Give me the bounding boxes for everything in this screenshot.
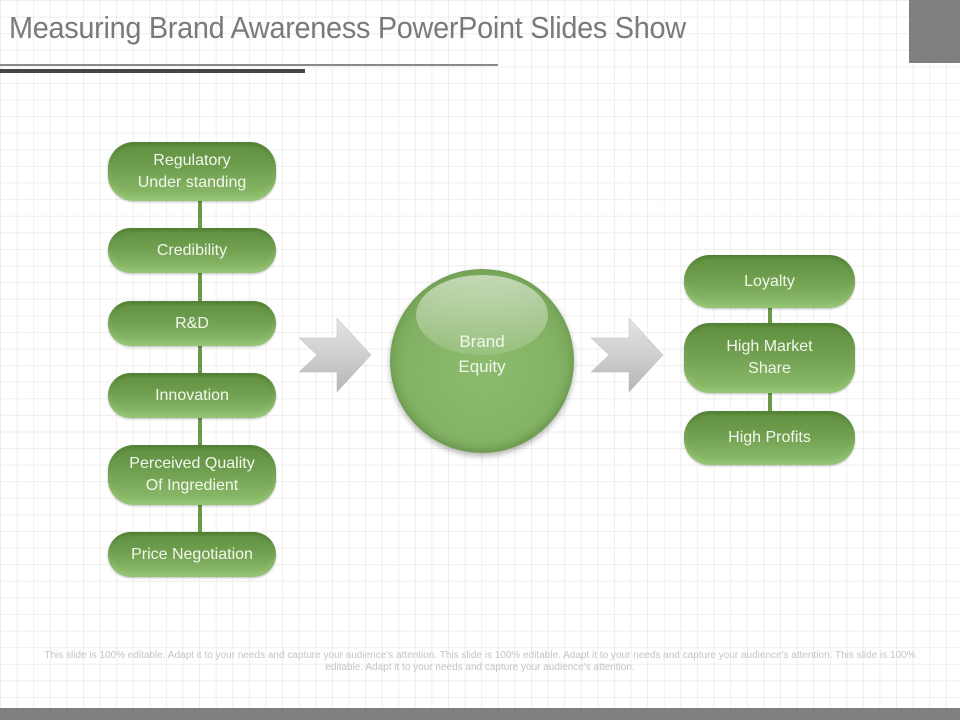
orb-label: Brand Equity [458, 332, 506, 376]
chevron-arrow-right-icon [299, 317, 372, 393]
pill-label: Credibility [156, 241, 228, 259]
corner-accent-block [909, 0, 960, 63]
pill-label: R&D [175, 314, 209, 332]
pill-innovation[interactable]: Innovation [108, 373, 276, 418]
brand-equity-orb[interactable]: Brand Equity [390, 269, 574, 453]
pill-credibility[interactable]: Credibility [108, 228, 276, 273]
chevron-arrow-right-icon [591, 317, 664, 393]
title-underline-thin [0, 64, 498, 66]
pill-loyalty[interactable]: Loyalty [684, 255, 855, 308]
pill-regulatory-understanding[interactable]: Regulatory Under standing [108, 142, 276, 201]
pill-label: High Profits [728, 429, 811, 446]
pill-label: Regulatory Under standing [137, 151, 247, 191]
pill-high-market-share[interactable]: High Market Share [684, 323, 855, 393]
pill-high-profits[interactable]: High Profits [684, 411, 855, 465]
pill-label: Loyalty [744, 272, 795, 290]
pill-label: Perceived Quality Of Ingredient [129, 455, 255, 494]
footnote-text: This slide is 100% editable. Adapt it to… [44, 650, 916, 673]
orb-highlight [416, 275, 548, 355]
pill-label: Price Negotiation [131, 545, 253, 563]
pill-r-and-d[interactable]: R&D [108, 301, 276, 346]
pill-perceived-quality[interactable]: Perceived Quality Of Ingredient [108, 445, 276, 505]
slide-title: Measuring Brand Awareness PowerPoint Sli… [9, 10, 686, 45]
bottom-bar [0, 708, 960, 720]
title-underline-thick [0, 69, 305, 73]
pill-label: High Market Share [726, 338, 813, 377]
pill-price-negotiation[interactable]: Price Negotiation [108, 532, 276, 577]
left-column-connector [198, 195, 202, 540]
pill-label: Innovation [155, 386, 229, 404]
